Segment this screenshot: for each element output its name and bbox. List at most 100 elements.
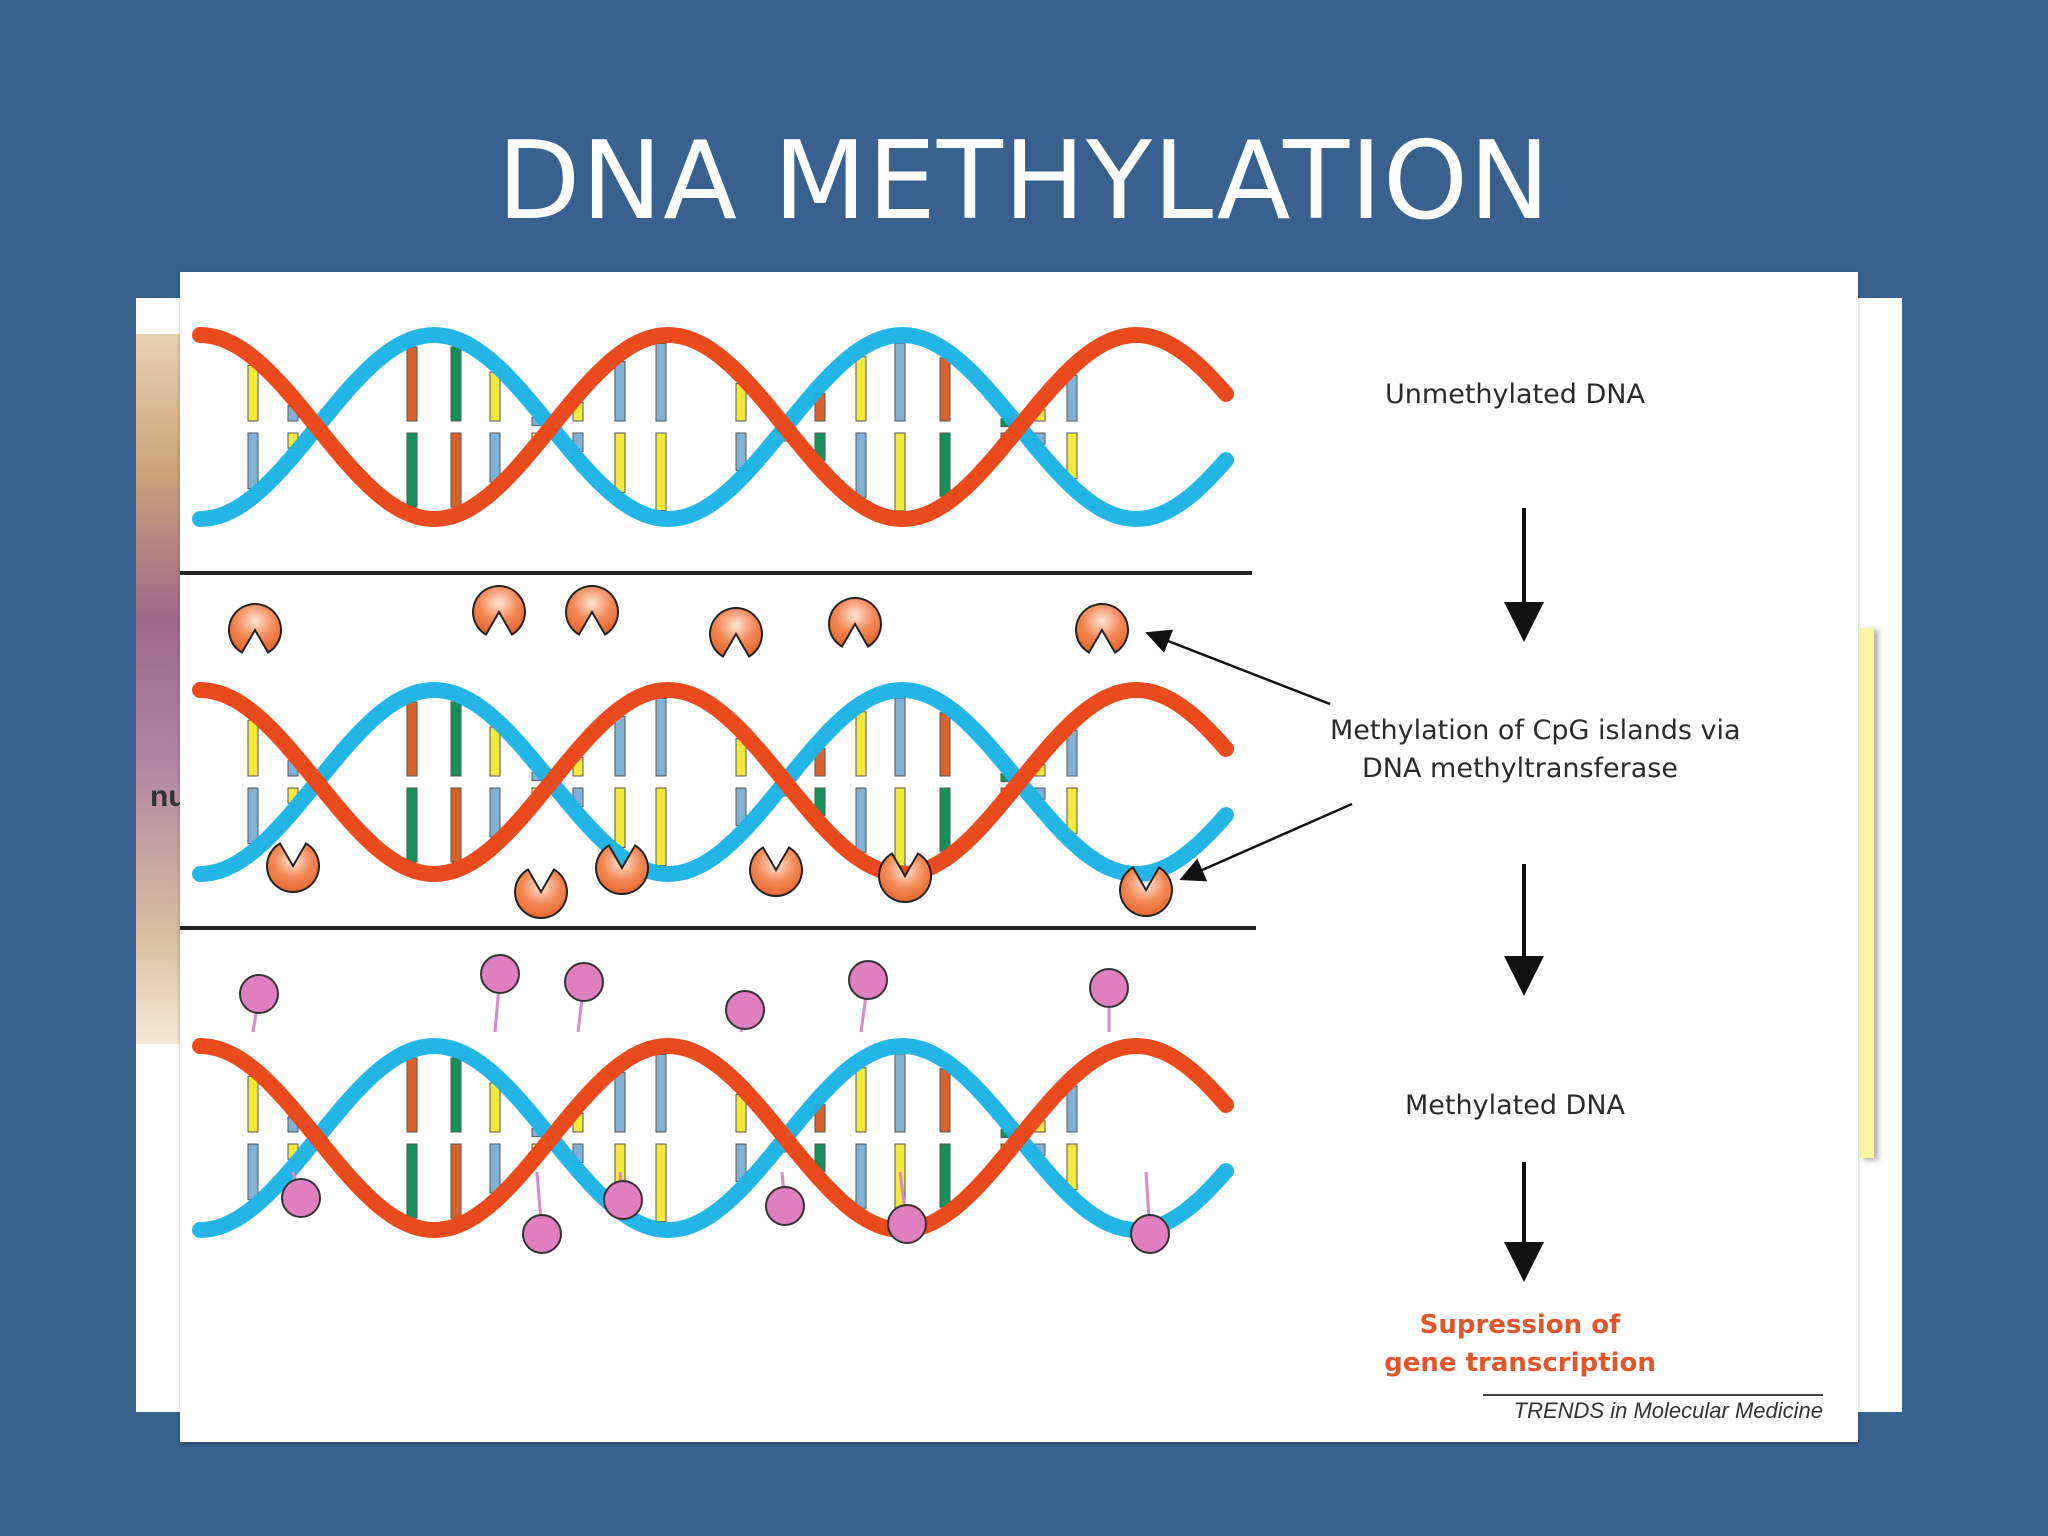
base-top [248, 1076, 258, 1132]
base-bottom [451, 433, 461, 507]
unmethylated-dna-label: Unmethylated DNA [1380, 376, 1650, 414]
base-top [407, 1058, 417, 1132]
enzyme-body [566, 586, 618, 635]
base-bottom [856, 433, 866, 497]
methyl-group [888, 1172, 926, 1243]
enzyme-body [473, 586, 525, 635]
base-top [451, 702, 461, 776]
base-bottom [656, 433, 666, 511]
methyltransferase-enzyme [515, 870, 567, 919]
base-top [895, 698, 905, 776]
methylated-dna-label: Methylated DNA [1380, 1087, 1650, 1125]
base-top [856, 712, 866, 776]
suppression-label: Supression of gene transcription [1330, 1306, 1710, 1382]
yellow-highlight-bar [1860, 628, 1874, 1158]
methyltransferase-enzyme [750, 848, 802, 897]
base-bottom [407, 788, 417, 862]
base-bottom [940, 1144, 950, 1207]
methyl-group [481, 955, 519, 1032]
base-top [615, 717, 625, 776]
methylation-step-label: Methylation of CpG islands via DNA methy… [1330, 712, 1710, 788]
enzyme-body [1076, 604, 1128, 653]
dna-diagram [180, 272, 1858, 1442]
base-top [1067, 730, 1077, 776]
methyl-circle [240, 975, 278, 1013]
enzyme-body [267, 844, 319, 893]
base-top [940, 358, 950, 421]
methyl-circle [766, 1187, 804, 1225]
methyl-circle [565, 963, 603, 1001]
methyl-circle [604, 1181, 642, 1219]
methyl-group [240, 975, 278, 1032]
dna-helix-1 [200, 335, 1226, 519]
base-top [656, 343, 666, 421]
base-top [451, 347, 461, 421]
methyl-group [523, 1172, 561, 1253]
enzyme-body [515, 870, 567, 919]
base-bottom [656, 788, 666, 866]
base-top [1067, 375, 1077, 421]
base-top [895, 343, 905, 421]
methyl-circle [849, 961, 887, 999]
base-bottom [248, 1144, 258, 1200]
enzyme-body [229, 604, 281, 653]
methyl-group [849, 961, 887, 1032]
base-top [490, 372, 500, 421]
enzyme-body [710, 608, 762, 657]
base-top [451, 1058, 461, 1132]
base-bottom [856, 788, 866, 852]
methyl-circle [726, 991, 764, 1029]
source-credit: TRENDS in Molecular Medicine [1483, 1394, 1823, 1424]
dna-helix-2 [200, 690, 1226, 874]
base-bottom [451, 1144, 461, 1218]
methyl-circle [1090, 969, 1128, 1007]
methyl-group [1131, 1172, 1169, 1253]
base-top [656, 1054, 666, 1132]
base-top [1067, 1086, 1077, 1132]
methylation-line-2: DNA methyltransferase [1330, 750, 1710, 788]
base-top [490, 727, 500, 776]
base-bottom [407, 433, 417, 507]
base-bottom [490, 788, 500, 837]
methyl-circle [1131, 1215, 1169, 1253]
base-top [615, 362, 625, 421]
base-bottom [407, 1144, 417, 1218]
base-top [615, 1073, 625, 1132]
base-bottom [895, 788, 905, 866]
methyltransferase-enzyme [566, 586, 618, 635]
methyl-group [565, 963, 603, 1032]
base-bottom [490, 1144, 500, 1193]
methyl-group [766, 1172, 804, 1225]
slide-title: DNA METHYLATION [0, 128, 2048, 236]
base-bottom [1067, 1144, 1077, 1190]
base-bottom [1067, 788, 1077, 834]
methyl-group [726, 991, 764, 1032]
base-bottom [615, 788, 625, 847]
methyltransferase-enzyme [267, 844, 319, 893]
methyl-circle [523, 1215, 561, 1253]
methyl-circle [481, 955, 519, 993]
base-top [856, 1068, 866, 1132]
methylation-figure: Unmethylated DNA Methylation of CpG isla… [180, 272, 1858, 1442]
methyltransferase-enzyme [473, 586, 525, 635]
base-bottom [856, 1144, 866, 1208]
methyltransferase-enzyme [710, 608, 762, 657]
base-top [407, 702, 417, 776]
base-top [490, 1083, 500, 1132]
enzyme-body [750, 848, 802, 897]
base-bottom [615, 433, 625, 492]
suppression-line-1: Supression of [1330, 1306, 1710, 1344]
methylation-line-1: Methylation of CpG islands via [1330, 712, 1710, 750]
dna-helix-3 [200, 1046, 1226, 1230]
methyl-circle [282, 1179, 320, 1217]
base-top [248, 365, 258, 421]
base-top [656, 698, 666, 776]
methyltransferase-enzyme [1076, 604, 1128, 653]
base-bottom [940, 433, 950, 496]
base-bottom [656, 1144, 666, 1222]
base-bottom [451, 788, 461, 862]
base-top [940, 1069, 950, 1132]
base-bottom [248, 788, 258, 844]
pointer-arrow-top [1150, 634, 1330, 704]
enzyme-body [829, 598, 881, 647]
